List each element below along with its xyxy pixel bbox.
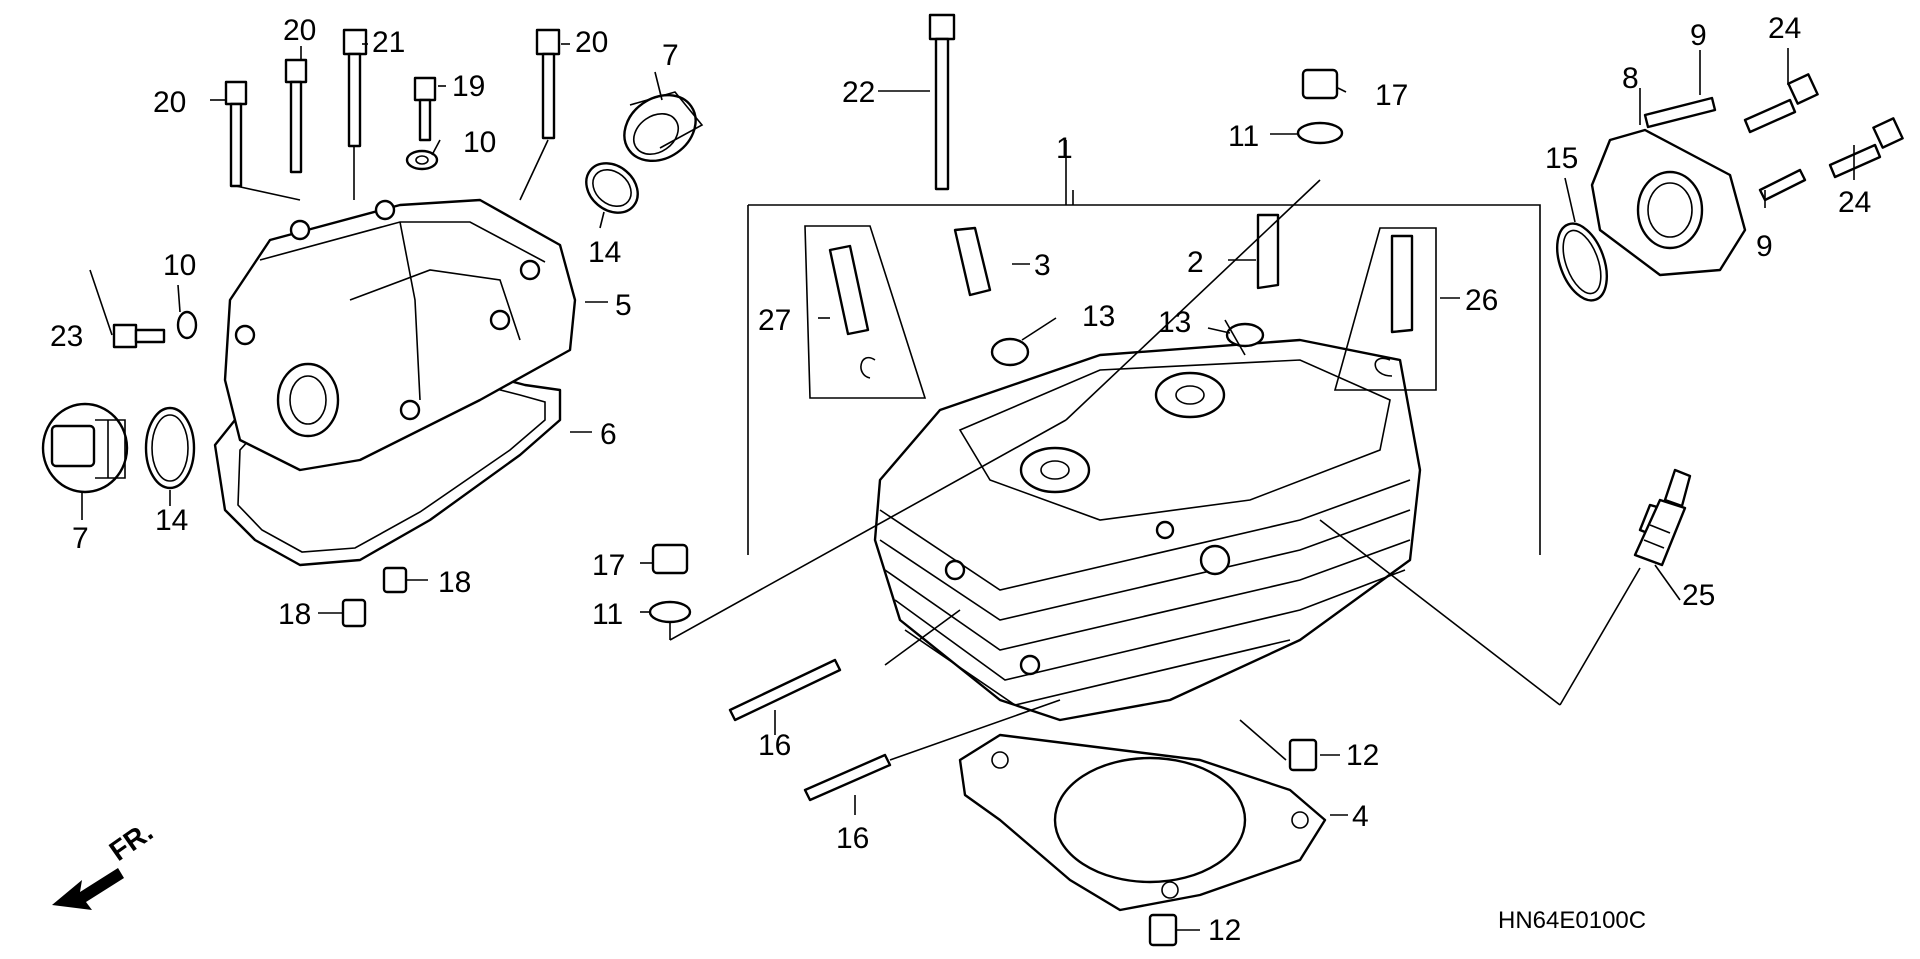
- callout-22: 22: [842, 76, 875, 109]
- spark-plug: [1633, 468, 1692, 567]
- head-bolt-22: [928, 13, 956, 41]
- callout-10: 10: [463, 126, 496, 159]
- diagram-code: HN64E0100C: [1498, 907, 1646, 934]
- flange-nut-17-lower: [651, 543, 689, 575]
- callout-18: 18: [438, 566, 471, 599]
- callout-24: 24: [1838, 186, 1871, 219]
- callout-18: 18: [278, 598, 311, 631]
- callout-1: 1: [1056, 132, 1073, 165]
- callout-14: 14: [588, 236, 621, 269]
- callout-20: 20: [153, 86, 186, 119]
- callout-15: 15: [1545, 142, 1578, 175]
- bolt-24-lower: [1828, 117, 1904, 179]
- intake-group: [1319, 48, 1904, 706]
- callout-13: 13: [1082, 300, 1115, 333]
- callout-9: 9: [1690, 19, 1707, 52]
- dowel-pin-12a: [1288, 738, 1318, 772]
- callout-7: 7: [662, 39, 679, 72]
- front-direction-arrow-icon: [52, 868, 124, 910]
- valve-guide-2: [1256, 213, 1280, 290]
- cover-port: [276, 362, 340, 438]
- cover-bolts: [224, 28, 561, 188]
- oil-filler-cap-top: [623, 91, 704, 163]
- callout-16: 16: [836, 822, 869, 855]
- washer-11-lower: [648, 600, 692, 624]
- callout-labels: 20 20 21 19 20 10 7 14 5 6 10 23 7 14 18…: [50, 12, 1871, 947]
- callout-4: 4: [1352, 800, 1369, 833]
- callout-17: 17: [592, 549, 625, 582]
- cylinder-head-group: [640, 13, 1541, 947]
- stud-9-upper: [1643, 96, 1717, 129]
- callout-26: 26: [1465, 284, 1498, 317]
- callout-12: 12: [1346, 739, 1379, 772]
- callout-9: 9: [1756, 230, 1773, 263]
- bolt-23: [112, 323, 166, 349]
- callout-20: 20: [283, 14, 316, 47]
- stud-9-lower: [1758, 168, 1807, 202]
- callout-2: 2: [1187, 246, 1204, 279]
- sealing-washer-side: [176, 310, 198, 340]
- callout-7: 7: [72, 522, 89, 555]
- callout-6: 6: [600, 418, 617, 451]
- stud-bolt-16a: [728, 658, 842, 722]
- washer-11-upper: [1296, 121, 1344, 145]
- callout-16: 16: [758, 729, 791, 762]
- callout-8: 8: [1622, 62, 1639, 95]
- callout-11: 11: [1228, 120, 1259, 153]
- callout-12: 12: [1208, 914, 1241, 947]
- sealing-washer-top: [405, 149, 439, 171]
- assembly-bracket-1: [747, 190, 1541, 555]
- callout-3: 3: [1034, 249, 1051, 282]
- o-ring-13-right: [1225, 322, 1265, 348]
- callout-11: 11: [592, 598, 623, 631]
- callout-27: 27: [758, 304, 791, 337]
- callout-5: 5: [615, 289, 632, 322]
- callout-25: 25: [1682, 579, 1715, 612]
- dowel-pin-12b: [1148, 913, 1178, 947]
- cylinder-head: [873, 338, 1422, 722]
- callout-21: 21: [372, 26, 405, 59]
- dowel-pin-18a: [382, 566, 408, 594]
- valve-guide-set-26: [1333, 227, 1437, 391]
- cylinder-head-cover-group: [41, 28, 704, 628]
- o-ring-15: [1556, 222, 1608, 302]
- valve-guide-3: [953, 226, 992, 297]
- o-ring-top: [585, 162, 639, 214]
- callout-24: 24: [1768, 12, 1801, 45]
- bolt-24-upper: [1743, 73, 1819, 134]
- callout-10: 10: [163, 249, 196, 282]
- oil-filler-cap-left: [41, 402, 129, 494]
- stud-bolt-16b: [803, 753, 892, 802]
- flange-nut-17-upper: [1301, 68, 1339, 100]
- callout-23: 23: [50, 320, 83, 353]
- callout-13: 13: [1158, 306, 1191, 339]
- callout-20: 20: [575, 26, 608, 59]
- callout-19: 19: [452, 70, 485, 103]
- dowel-pin-18b: [341, 598, 367, 628]
- callout-17: 17: [1375, 79, 1408, 112]
- front-label: FR.: [104, 816, 159, 867]
- callout-14: 14: [155, 504, 188, 537]
- o-ring-left: [144, 406, 196, 490]
- o-ring-13-left: [990, 337, 1030, 367]
- valve-guide-set-27: [804, 225, 927, 399]
